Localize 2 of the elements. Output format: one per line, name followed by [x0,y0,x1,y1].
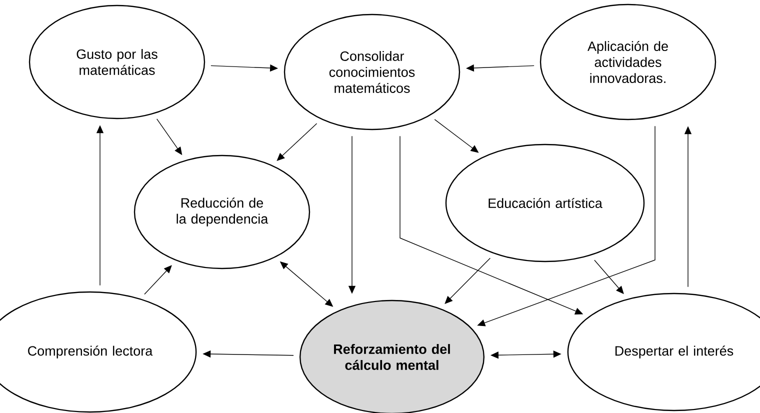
arrow [144,265,172,295]
arrow [276,123,318,161]
